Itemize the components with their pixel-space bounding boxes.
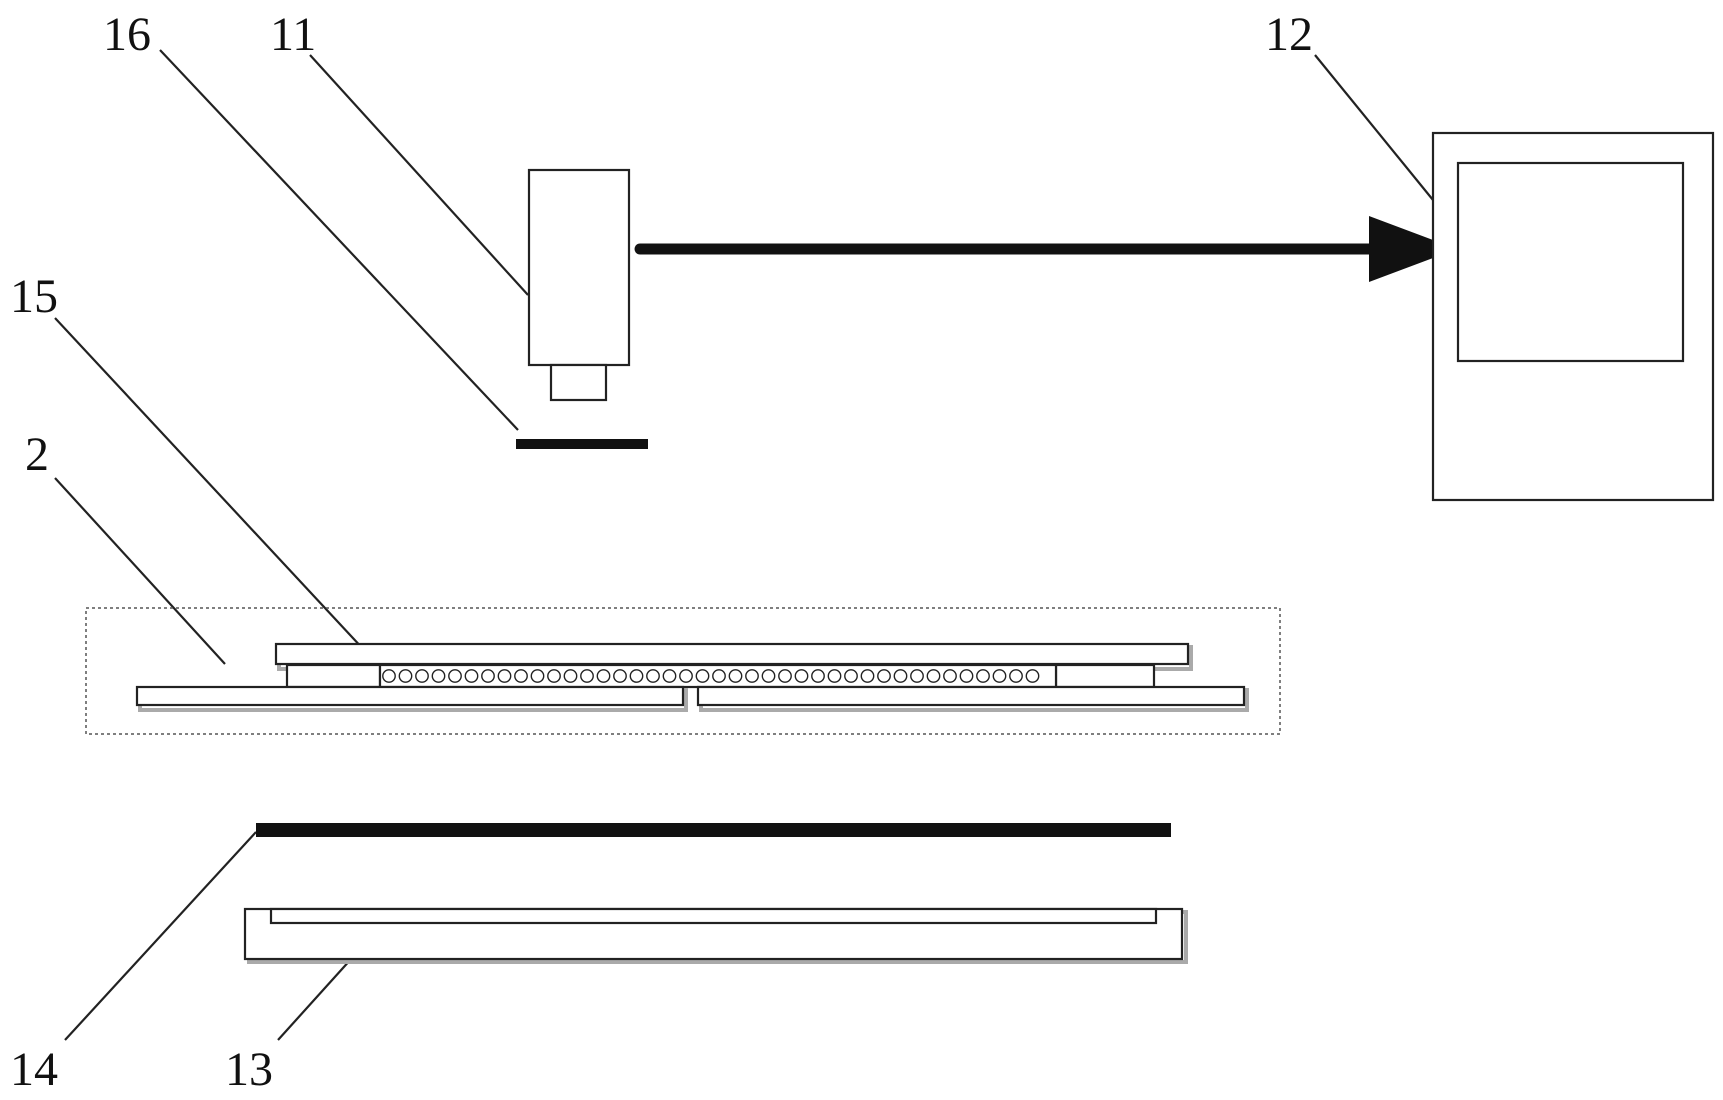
particle [449,670,461,682]
particle [911,670,923,682]
particle [564,670,576,682]
particle [1026,670,1038,682]
particle [498,670,510,682]
label-16: 16 [103,8,151,61]
leader-2 [55,478,225,664]
particle [828,670,840,682]
diffuser-bar [256,823,1171,837]
leader-11 [310,55,528,295]
particle [432,670,444,682]
particle [845,670,857,682]
label-12: 12 [1265,8,1313,61]
particle [416,670,428,682]
particle [531,670,543,682]
leader-16 [160,50,518,430]
particle [894,670,906,682]
leader-14 [65,832,256,1040]
leader-15 [55,318,365,651]
bottom-plate-left [137,687,683,705]
particle [960,670,972,682]
computer [1433,133,1713,500]
particle [548,670,560,682]
spacer-left [287,665,380,687]
particle [680,670,692,682]
leader-12 [1315,55,1433,200]
particle [993,670,1005,682]
particle [779,670,791,682]
computer-screen [1458,163,1683,361]
camera-lens [551,365,606,400]
particle [812,670,824,682]
particle [581,670,593,682]
particle [927,670,939,682]
particle [465,670,477,682]
label-2: 2 [25,428,49,481]
particle [597,670,609,682]
light-source-inner [271,909,1156,923]
particle [713,670,725,682]
top-plate [276,644,1188,664]
particle [861,670,873,682]
particle [630,670,642,682]
particle [762,670,774,682]
particle [944,670,956,682]
label-14: 14 [10,1043,58,1096]
particle [399,670,411,682]
particle [614,670,626,682]
particle [977,670,989,682]
camera-body [529,170,629,365]
particle [746,670,758,682]
light-source [245,909,1186,962]
label-11: 11 [270,8,316,61]
particle [795,670,807,682]
particle [383,670,395,682]
particle [1010,670,1022,682]
particle [647,670,659,682]
leader-13 [278,958,352,1040]
label-15: 15 [10,270,58,323]
particle [515,670,527,682]
filter-bar [516,439,648,449]
particle [696,670,708,682]
label-13: 13 [225,1043,273,1096]
particle [878,670,890,682]
particle [729,670,741,682]
bottom-plate-right [698,687,1244,705]
particle [482,670,494,682]
particle [663,670,675,682]
camera [529,170,629,400]
spacer-right [1056,665,1154,687]
